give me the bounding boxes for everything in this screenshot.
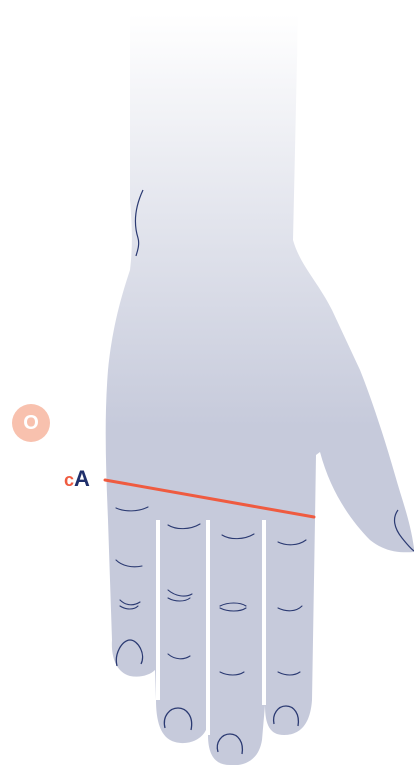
measurement-point-label: A [74, 466, 90, 491]
step-badge: O [12, 404, 50, 442]
measurement-prefix: c [64, 470, 74, 490]
hand-shape [106, 14, 414, 765]
step-badge-label: O [23, 413, 39, 433]
measurement-label: cA [64, 468, 90, 490]
